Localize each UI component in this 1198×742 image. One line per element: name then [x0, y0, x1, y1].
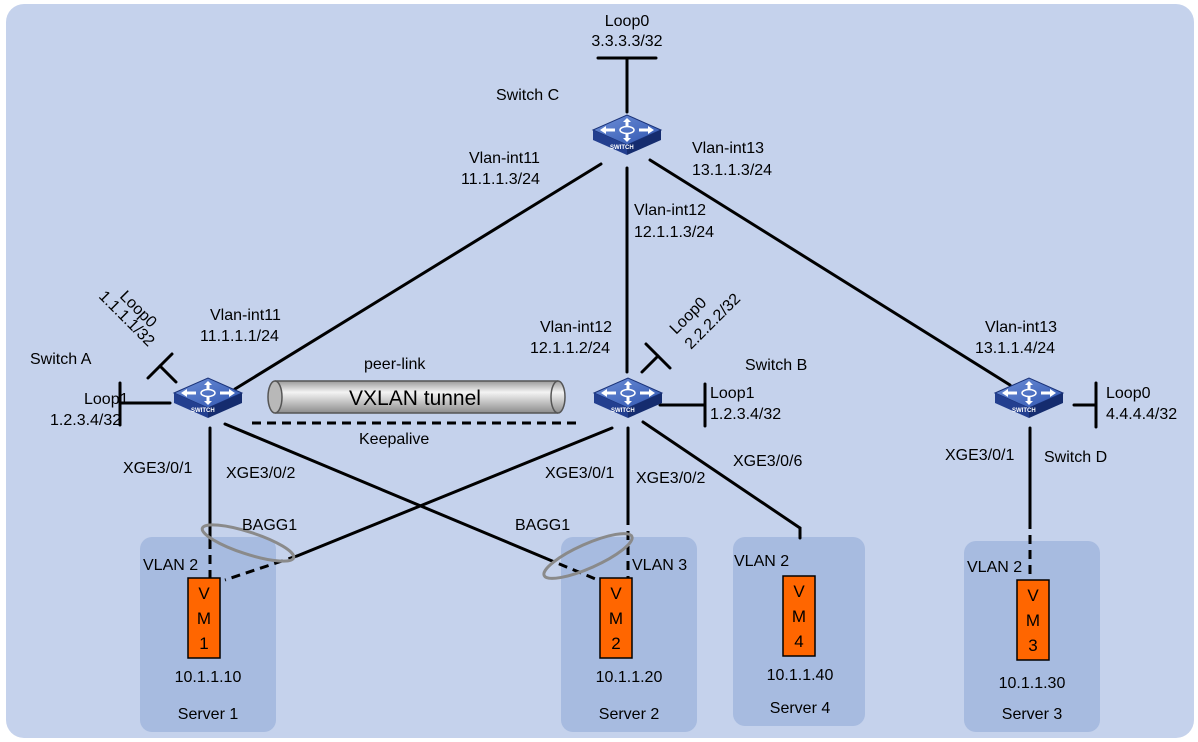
a-xge302-dash [544, 556, 599, 582]
a-loop1-ip: 1.2.3.4/32 [50, 412, 121, 429]
server1-name: Server 1 [178, 706, 239, 723]
vm1-char-0: V [198, 584, 210, 603]
d-vlan13-label: Vlan-int13 [985, 319, 1057, 336]
vm3-char-2: 3 [1028, 636, 1037, 655]
a-xge302-link [223, 422, 547, 560]
b-port2-label: XGE3/0/2 [636, 470, 705, 487]
switch-b-icon-text: SWITCH [611, 408, 635, 414]
switch-c-icon-text: SWITCH [610, 145, 634, 151]
c-vlan12-ip: 12.1.1.3/24 [634, 224, 714, 241]
c-vlan13-ip: 13.1.1.3/24 [692, 162, 772, 179]
switch-c-name: Switch C [496, 87, 559, 104]
a-vlan11-label: Vlan-int11 [210, 307, 281, 324]
link-c-a [233, 162, 603, 391]
vm2-char-1: M [609, 609, 623, 628]
vm2-char-2: 2 [611, 634, 620, 653]
switch-c-icon: SWITCH [592, 114, 662, 156]
b-loop0-cap [644, 342, 672, 370]
keepalive-label: Keepalive [359, 431, 429, 448]
vm2-char-0: V [610, 584, 622, 603]
a-loop0-stub [158, 364, 178, 384]
b-port6-label: XGE3/0/6 [733, 453, 802, 470]
a-port2-label: XGE3/0/2 [226, 465, 295, 482]
vm1-char-1: M [197, 609, 211, 628]
switch-b-name: Switch B [745, 357, 807, 374]
peer-link-label: peer-link [364, 356, 426, 373]
vm1-char-2: 1 [199, 634, 208, 653]
c-loop0-label: Loop0 [605, 13, 650, 30]
b-port1-label: XGE3/0/1 [545, 465, 614, 482]
vm3-char-0: V [1027, 586, 1039, 605]
c-vlan13-label: Vlan-int13 [692, 140, 764, 157]
vm2-block: V M 2 [599, 577, 633, 659]
server2-name: Server 2 [599, 706, 660, 723]
d-vlan13-ip: 13.1.1.4/24 [975, 340, 1055, 357]
switch-a-icon-text: SWITCH [191, 408, 215, 414]
b-bagg-label: BAGG1 [515, 517, 570, 534]
a-bagg-label: BAGG1 [242, 517, 297, 534]
server4-name: Server 4 [770, 700, 831, 717]
b-vlan12-label: Vlan-int12 [540, 319, 612, 336]
server3-ip: 10.1.1.30 [999, 675, 1066, 692]
switch-d-name: Switch D [1044, 449, 1107, 466]
b-loop1-ip: 1.2.3.4/32 [710, 406, 781, 423]
vm3-block: V M 3 [1016, 579, 1050, 661]
c-loop0-ip: 3.3.3.3/32 [591, 33, 662, 50]
switch-b-icon: SWITCH [593, 377, 663, 419]
c-vlan12-label: Vlan-int12 [634, 202, 706, 219]
b-loop0-stub [640, 354, 660, 374]
switch-a-icon: SWITCH [173, 377, 243, 419]
link-c-d [648, 158, 1012, 387]
b-loop1-label: Loop1 [710, 385, 755, 402]
server1-vlan: VLAN 2 [143, 557, 198, 574]
vm4-char-2: 4 [794, 632, 803, 651]
d-port1-label: XGE3/0/1 [945, 447, 1014, 464]
c-vlan11-label: Vlan-int11 [469, 150, 540, 167]
d-loop0-ip: 4.4.4.4/32 [1106, 406, 1177, 423]
server2-ip: 10.1.1.20 [596, 669, 663, 686]
vm3-char-1: M [1026, 611, 1040, 630]
a-loop1-label: Loop1 [84, 391, 129, 408]
a-port1-label: XGE3/0/1 [123, 460, 192, 477]
b-xge301-link [295, 426, 614, 558]
server3-vlan: VLAN 2 [967, 559, 1022, 576]
b-xge301-dash [224, 554, 298, 582]
switch-d-icon-text: SWITCH [1012, 408, 1036, 414]
b-xge306-link [641, 420, 802, 530]
switch-a-name: Switch A [30, 351, 92, 368]
bagg1-a-ellipse [200, 523, 296, 563]
server1-ip: 10.1.1.10 [175, 669, 242, 686]
switch-d-icon: SWITCH [994, 377, 1064, 419]
bagg1-b-ellipse [542, 532, 634, 580]
vm4-block: V M 4 [782, 575, 816, 657]
vxlan-tunnel-label: VXLAN tunnel [349, 387, 481, 410]
d-loop0-label: Loop0 [1106, 385, 1151, 402]
b-vlan12-ip: 12.1.1.2/24 [530, 340, 610, 357]
server4-ip: 10.1.1.40 [767, 667, 834, 684]
server2-vlan: VLAN 3 [632, 557, 687, 574]
c-vlan11-ip: 11.1.1.3/24 [461, 171, 540, 188]
vm4-char-1: M [792, 607, 806, 626]
server3-name: Server 3 [1002, 706, 1063, 723]
vm1-block: V M 1 [187, 577, 221, 659]
a-vlan11-ip: 11.1.1.1/24 [200, 328, 279, 345]
a-loop0-cap [146, 352, 174, 380]
vxlan-tunnel [267, 380, 566, 414]
server4-vlan: VLAN 2 [734, 553, 789, 570]
vm4-char-0: V [793, 582, 805, 601]
